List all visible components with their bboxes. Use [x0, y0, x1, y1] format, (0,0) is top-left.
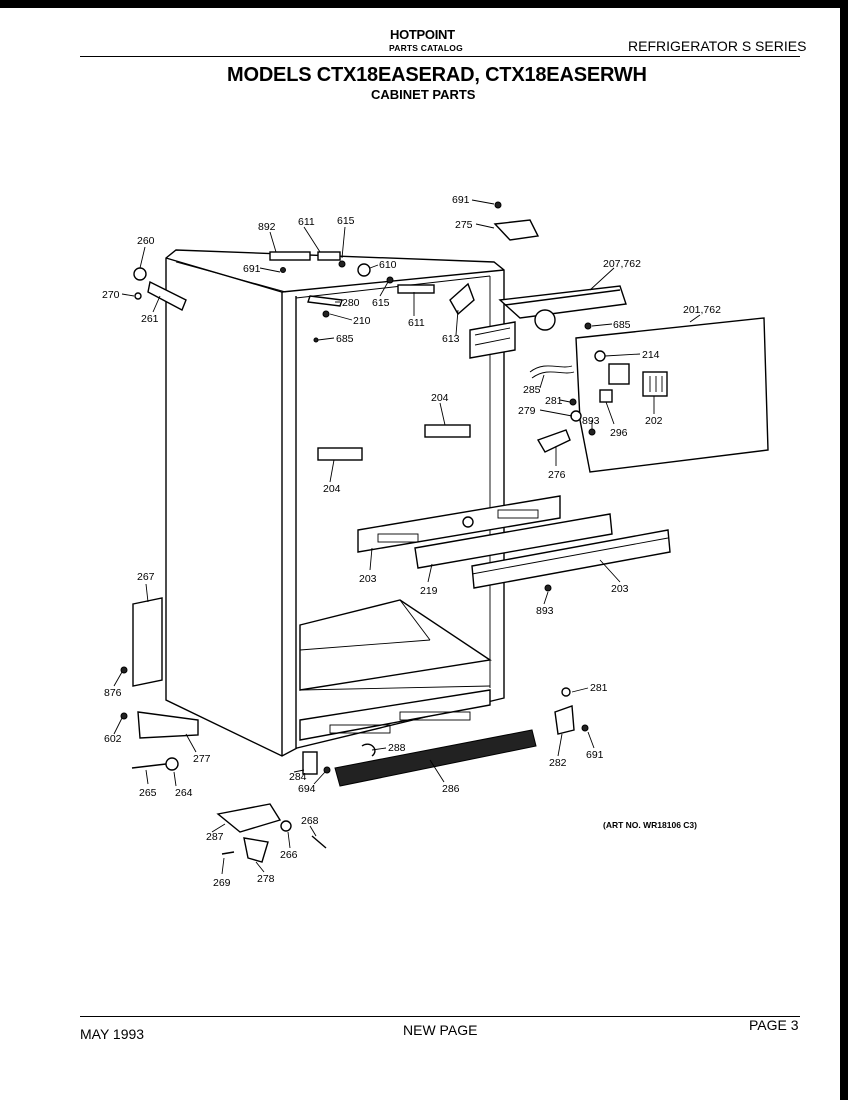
part-shapes — [120, 201, 769, 863]
brand-name: HOTPOINT — [390, 27, 455, 42]
page-border-top — [0, 0, 848, 8]
page-title: MODELS CTX18EASERAD, CTX18EASERWH — [227, 64, 647, 86]
callout-893: 893 — [536, 605, 554, 617]
callout-694: 694 — [298, 783, 316, 795]
callout-281: 281 — [590, 682, 608, 694]
leader-lines — [113, 199, 701, 875]
footer-date: MAY 1993 — [80, 1026, 145, 1042]
callout-264: 264 — [175, 787, 193, 799]
callout-204: 204 — [323, 483, 341, 495]
callout-284: 284 — [289, 771, 307, 783]
callout-691: 691 — [452, 194, 470, 206]
callout-266: 266 — [280, 849, 298, 861]
callout-267: 267 — [137, 571, 155, 583]
callout-269: 269 — [213, 877, 231, 889]
footer-rule — [80, 1016, 800, 1017]
art-number: (ART NO. WR18106 C3) — [603, 820, 697, 830]
callout-203: 203 — [359, 573, 377, 585]
callout-203: 203 — [611, 583, 629, 595]
callout-268: 268 — [301, 815, 319, 827]
callout-260: 260 — [137, 235, 155, 247]
callout-285: 285 — [523, 384, 541, 396]
callout-286: 286 — [442, 783, 460, 795]
callout-214: 214 — [642, 349, 660, 361]
callout-282: 282 — [549, 757, 567, 769]
callout-261: 261 — [141, 313, 159, 325]
cabinet-body — [165, 249, 505, 757]
callout-278: 278 — [257, 873, 275, 885]
callout-892: 892 — [258, 221, 276, 233]
callout-270: 270 — [102, 289, 120, 301]
page-border-right — [840, 0, 848, 1100]
callout-296: 296 — [610, 427, 628, 439]
callout-691: 691 — [243, 263, 261, 275]
callout-201-762: 201,762 — [683, 304, 721, 316]
callout-207-762: 207,762 — [603, 258, 641, 270]
callout-265: 265 — [139, 787, 157, 799]
callout-288: 288 — [388, 742, 406, 754]
footer-status: NEW PAGE — [403, 1022, 478, 1038]
callout-204: 204 — [431, 392, 449, 404]
callout-893: 893 — [582, 415, 600, 427]
callout-219: 219 — [420, 585, 438, 597]
page-number: PAGE 3 — [749, 1017, 799, 1033]
catalog-label: PARTS CATALOG — [389, 43, 463, 53]
callout-275: 275 — [455, 219, 473, 231]
callout-280: 280 — [342, 297, 360, 309]
callout-615: 615 — [337, 215, 355, 227]
callout-602: 602 — [104, 733, 122, 745]
callout-685: 685 — [613, 319, 631, 331]
callout-210: 210 — [353, 315, 371, 327]
callout-611: 611 — [298, 216, 315, 228]
callout-202: 202 — [645, 415, 663, 427]
callout-691: 691 — [586, 749, 604, 761]
header-rule — [80, 56, 800, 57]
callout-287: 287 — [206, 831, 224, 843]
callout-685: 685 — [336, 333, 354, 345]
callout-610: 610 — [379, 259, 397, 271]
callout-276: 276 — [548, 469, 566, 481]
page-subtitle: CABINET PARTS — [371, 87, 476, 102]
callout-876: 876 — [104, 687, 122, 699]
callout-279: 279 — [518, 405, 536, 417]
callout-613: 613 — [442, 333, 460, 345]
callout-615: 615 — [372, 297, 390, 309]
series-label: REFRIGERATOR S SERIES — [628, 38, 807, 54]
callout-277: 277 — [193, 753, 211, 765]
callout-281: 281 — [545, 395, 563, 407]
callout-611: 611 — [408, 317, 425, 329]
part-callouts: 691 275 892 611 615 260 691 610 270 261 … — [102, 194, 721, 889]
